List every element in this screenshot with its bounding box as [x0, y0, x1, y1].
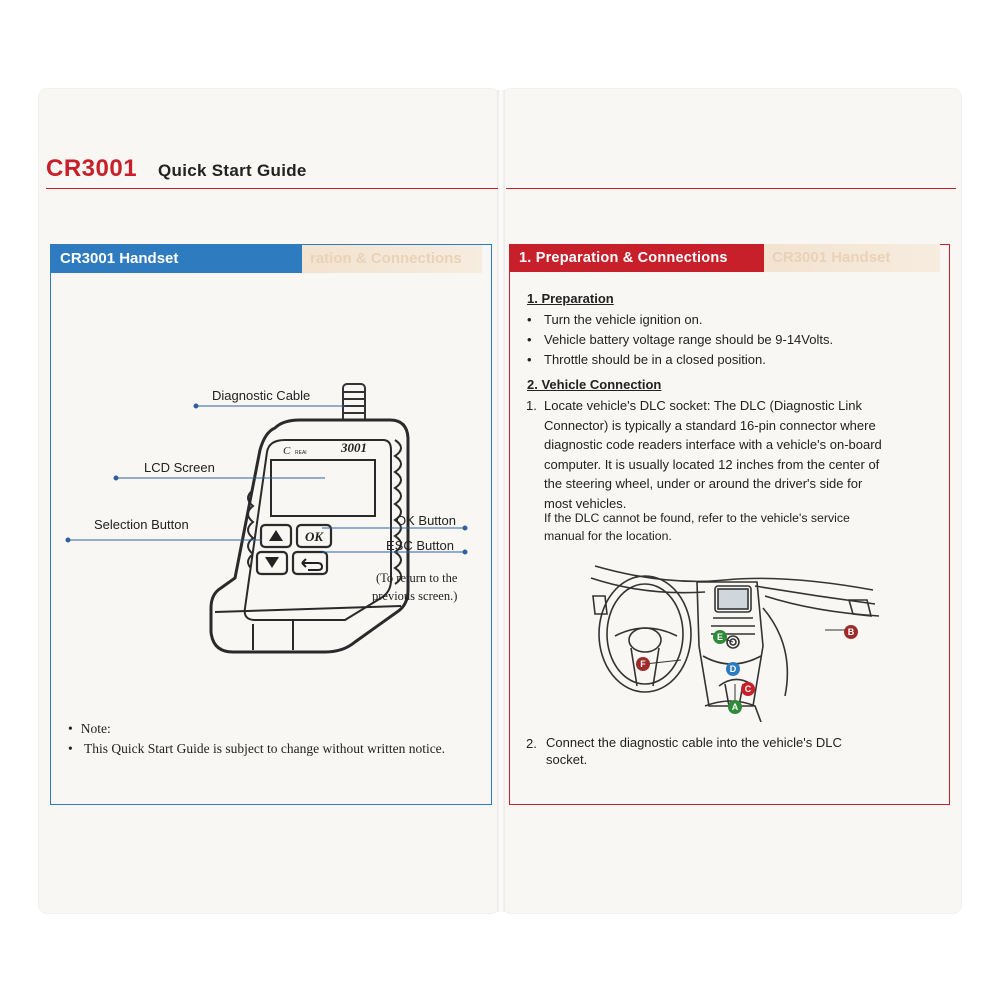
note-text: This Quick Start Guide is subject to cha… [84, 741, 446, 756]
brand-title: CR3001 [46, 155, 138, 182]
leader-lines [65, 403, 468, 555]
return-arrow-icon [301, 558, 324, 571]
header-rule-right [506, 188, 956, 189]
preparation-tab: 1. Preparation & Connections [509, 244, 764, 272]
esc-note-line-1: (To return to the [376, 571, 458, 585]
handset-panel [50, 244, 492, 805]
callout-e: E [713, 630, 727, 644]
triangle-up-icon [269, 530, 283, 541]
svg-text:C: C [283, 445, 291, 457]
dashboard-illustration [590, 565, 880, 722]
right-page [502, 88, 962, 914]
preparation-bullet-2: •Vehicle battery voltage range should be… [527, 332, 834, 347]
step-2-number: 2. [526, 736, 537, 751]
page-spine [497, 90, 505, 912]
header-rule-left [46, 188, 498, 189]
ok-key-label: OK [305, 529, 324, 544]
callout-b: B [844, 625, 858, 639]
lcd-screen-label: LCD Screen [144, 460, 215, 475]
callout-d: D [726, 662, 740, 676]
callout-a: A [728, 700, 742, 714]
esc-note-line-2: previous screen.) [372, 589, 458, 603]
note-title: Note: [80, 721, 111, 736]
ok-key[interactable] [295, 523, 333, 549]
esc-button-label: ESC Button [386, 538, 454, 553]
step-1-number: 1. [526, 398, 537, 413]
model-number: 3001 [340, 440, 367, 455]
preparation-bullet-1: •Turn the vehicle ignition on. [527, 312, 703, 327]
bleed-through-tab-right: CR3001 Handset [764, 244, 940, 272]
bleed-through-tab-left: ration & Connections [302, 245, 482, 273]
page-title: Quick Start Guide [158, 161, 307, 180]
svg-text:REAI: REAI [295, 450, 307, 456]
vehicle-connection-heading: 2. Vehicle Connection [527, 377, 662, 392]
preparation-bullet-3: •Throttle should be in a closed position… [527, 352, 766, 367]
diagnostic-cable-label: Diagnostic Cable [212, 388, 311, 403]
preparation-heading: 1. Preparation [527, 291, 614, 306]
lcd-screen [270, 459, 376, 517]
ok-button-label: OK Button [396, 513, 456, 528]
step-2-text: Connect the diagnostic cable into the ve… [546, 735, 842, 767]
callout-f: F [636, 657, 650, 671]
selection-button-label: Selection Button [94, 517, 189, 532]
note-bullet: • [68, 741, 73, 756]
handset-tab: CR3001 Handset [50, 245, 302, 273]
callout-c: C [741, 682, 755, 696]
triangle-down-icon [265, 557, 279, 568]
step-1-text: Locate vehicle's DLC socket: The DLC (Di… [544, 398, 882, 511]
note-title-row: •Note: [68, 721, 111, 736]
step-1-note: If the DLC cannot be found, refer to the… [544, 511, 850, 543]
